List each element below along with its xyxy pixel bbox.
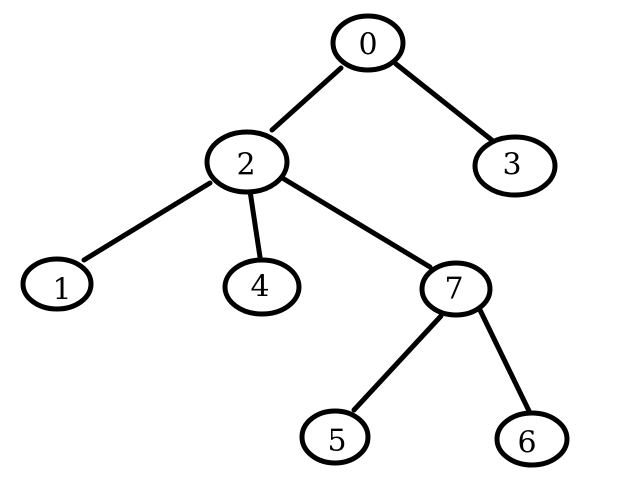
tree-node-7: 7 [419,260,493,318]
node-label: 1 [52,273,71,308]
node-label: 7 [444,272,463,307]
node-circle [494,410,570,468]
node-circle [299,408,371,466]
node-label: 4 [250,270,269,305]
edge-0-2 [269,65,344,133]
tree-node-3: 3 [472,134,558,198]
edge-2-4 [247,188,263,260]
node-circle [472,134,558,198]
tree-node-5: 5 [299,408,371,466]
node-circle [20,256,94,312]
tree-edges [81,61,533,416]
edge-7-5 [351,313,444,413]
node-label: 0 [358,28,377,63]
node-label: 6 [517,426,536,461]
node-circle [204,129,290,195]
tree-node-4: 4 [222,257,302,317]
edge-2-7 [281,176,433,270]
tree-node-0: 0 [330,13,406,73]
edge-7-6 [477,307,533,416]
node-circle [330,13,406,73]
node-label: 3 [502,148,521,183]
tree-node-1: 1 [20,256,94,312]
tree-node-2: 2 [204,129,290,195]
node-circle [419,260,493,318]
edge-0-3 [393,61,496,144]
node-label: 2 [236,148,255,183]
node-label: 5 [327,424,346,459]
tree-node-6: 6 [494,410,570,468]
tree-nodes: 0 2 3 1 4 7 5 6 [20,13,570,468]
edge-2-1 [81,180,213,263]
node-circle [222,257,302,317]
